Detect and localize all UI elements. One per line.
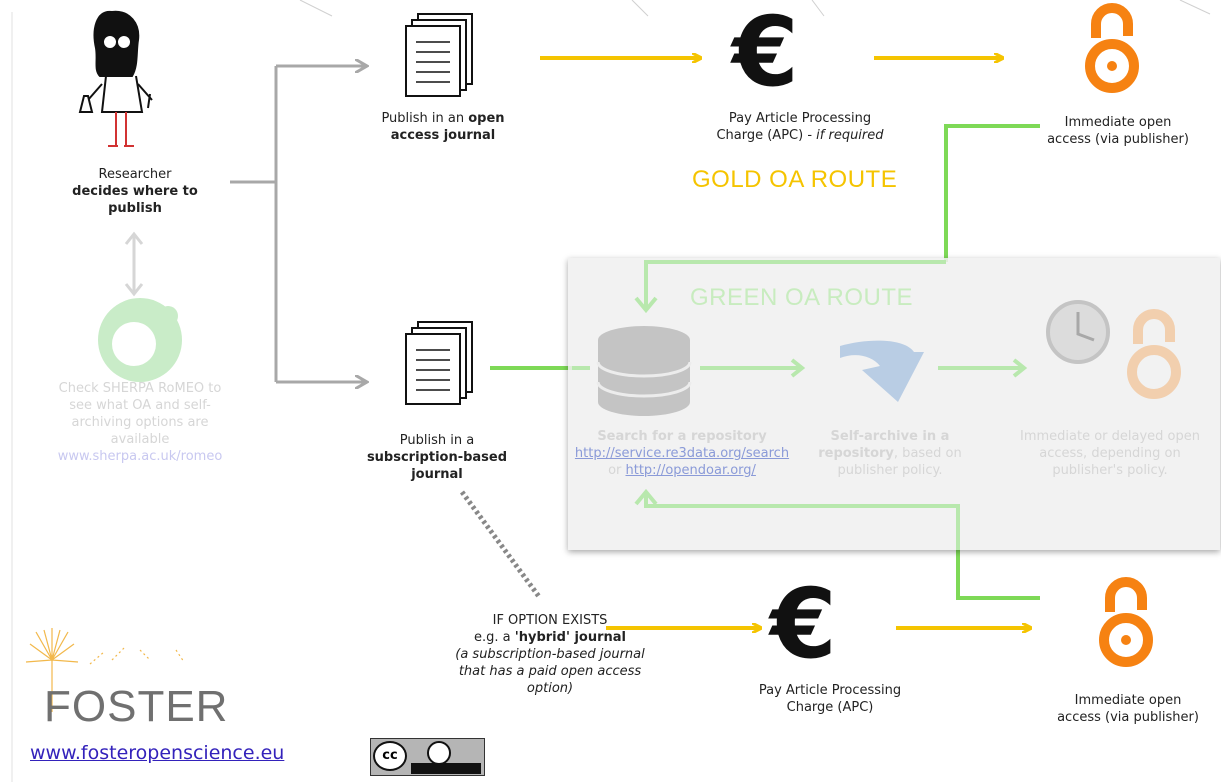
gold-apc-label: Pay Article Processing Charge (APC) - if… [716, 111, 884, 143]
researcher-label: Researcher decides where to publish [72, 167, 198, 216]
gold-oa-route-title: GOLD OA ROUTE [692, 166, 898, 193]
scientist-figure [78, 10, 153, 147]
clock-icon [1046, 300, 1110, 364]
gold-immediate-access-label: Immediate open access (via publisher) [1047, 115, 1189, 147]
dandelion-logo [25, 628, 185, 712]
euro-icon: € [770, 568, 837, 680]
hybrid-dotted-connector [459, 490, 543, 600]
open-access-icon [1099, 577, 1153, 667]
hybrid-apc-label: Pay Article Processing Charge (APC) [758, 683, 902, 715]
foster-brand: FOSTER [44, 682, 229, 731]
search-repository-label: Search for a repository http://service.r… [560, 428, 804, 479]
foster-website-link[interactable]: www.fosteropenscience.eu [30, 742, 285, 764]
sherpa-note: Check SHERPA RoMEO to see what OA and se… [40, 380, 240, 465]
attribution-icon [427, 741, 451, 765]
sherpa-link[interactable]: www.sherpa.ac.uk/romeo [57, 449, 223, 464]
self-archive-label: Self-archive in a repository, based on p… [818, 429, 962, 478]
re3data-link[interactable]: http://service.re3data.org/search [574, 446, 790, 461]
delayed-access-label: Immediate or delayed open access, depend… [1020, 429, 1200, 478]
database-icon [596, 326, 692, 416]
sherpa-logo [98, 298, 182, 382]
cc-by-badge: cc [370, 738, 485, 776]
hybrid-immediate-access-label: Immediate open access (via publisher) [1057, 693, 1199, 725]
green-route-connectors [490, 124, 1040, 600]
euro-icon: € [732, 0, 799, 108]
subscription-journal-label: Publish in a subscription-based journal [366, 433, 508, 482]
license-strip [411, 763, 481, 774]
hybrid-option-note: IF OPTION EXISTS e.g. a 'hybrid' journal… [455, 613, 645, 696]
download-arrow-icon [840, 340, 924, 402]
green-oa-route-title: GREEN OA ROUTE [690, 284, 914, 311]
document-stack-icon [405, 321, 473, 405]
cc-icon: cc [373, 741, 407, 771]
frame-lines [11, 0, 1211, 782]
open-access-journal-label: Publish in an open access journal [381, 111, 505, 143]
open-access-icon [1127, 309, 1181, 399]
sherpa-link-arrow [124, 231, 144, 297]
document-stack-icon [405, 13, 473, 97]
open-access-icon [1085, 3, 1139, 93]
opendoar-link[interactable]: http://opendoar.org/ [625, 463, 756, 478]
gray-branch-connector [230, 66, 366, 382]
